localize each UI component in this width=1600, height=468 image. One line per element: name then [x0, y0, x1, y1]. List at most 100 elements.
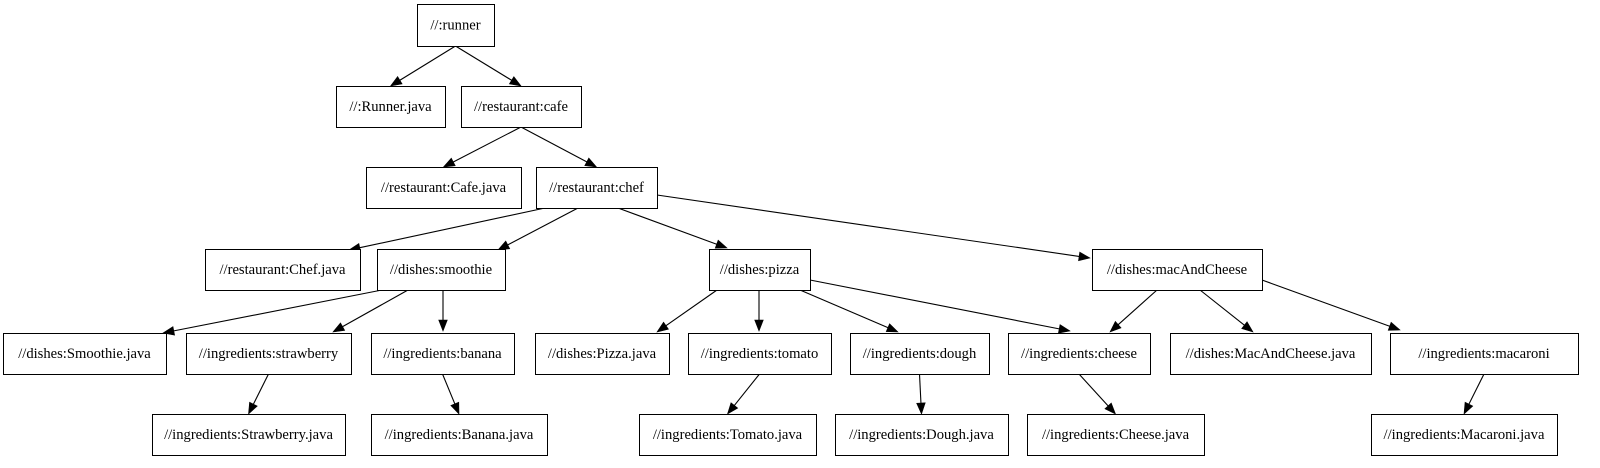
node-box[interactable] — [417, 4, 495, 47]
edge-line — [441, 373, 456, 405]
edge-runner-to-runner_java — [389, 45, 456, 87]
node-box[interactable] — [152, 414, 346, 456]
node-box[interactable] — [1027, 414, 1205, 456]
node-box[interactable] — [1170, 333, 1372, 375]
node-box[interactable] — [186, 333, 352, 375]
edge-restaurant_chef-to-dishes_macandcheese — [656, 194, 1091, 262]
edge-dishes_pizza-to-ing_dough — [799, 289, 899, 333]
edge-arrowhead — [1104, 402, 1117, 415]
edge-line — [665, 289, 718, 327]
edge-arrowhead — [1241, 321, 1254, 333]
node-strawberry_java[interactable]: //ingredients:Strawberry.java — [152, 414, 346, 456]
edge-arrowhead — [885, 323, 899, 333]
edge-arrowhead — [1078, 251, 1091, 262]
node-ing_macaroni[interactable]: //ingredients:macaroni — [1390, 333, 1579, 375]
edge-dishes_smoothie-to-ing_banana — [438, 290, 448, 332]
edge-line — [507, 207, 579, 246]
node-dishes_pizza[interactable]: //dishes:pizza — [709, 249, 811, 291]
node-tomato_java[interactable]: //ingredients:Tomato.java — [639, 414, 817, 456]
node-dough_java[interactable]: //ingredients:Dough.java — [835, 414, 1009, 456]
node-box[interactable] — [1371, 414, 1558, 456]
node-box[interactable] — [205, 249, 361, 291]
edge-ing_tomato-to-tomato_java — [726, 373, 760, 415]
edge-arrowhead — [656, 321, 669, 333]
node-box[interactable] — [3, 333, 167, 375]
node-box[interactable] — [639, 414, 817, 456]
edge-arrowhead — [508, 76, 522, 87]
edge-arrowhead — [1387, 321, 1401, 331]
node-banana_java[interactable]: //ingredients:Banana.java — [371, 414, 548, 456]
node-runner_java[interactable]: //:Runner.java — [336, 86, 446, 128]
node-box[interactable] — [709, 249, 811, 291]
node-dishes_macandcheese[interactable]: //dishes:macAndCheese — [1092, 249, 1263, 291]
node-label: //ingredients:cheese — [1021, 346, 1137, 362]
edge-line — [617, 207, 717, 245]
edge-restaurant_cafe-to-cafe_java — [442, 126, 522, 168]
edge-arrowhead — [438, 319, 448, 332]
node-label: //ingredients:tomato — [701, 346, 819, 362]
node-box[interactable] — [850, 333, 990, 375]
edge-restaurant_chef-to-dishes_pizza — [617, 207, 728, 249]
node-label: //ingredients:banana — [383, 346, 502, 362]
node-label: //ingredients:strawberry — [199, 346, 339, 362]
edge-line — [1117, 289, 1158, 326]
edge-arrowhead — [714, 239, 728, 249]
edge-dishes_pizza-to-ing_cheese — [809, 279, 1071, 334]
node-cheese_java[interactable]: //ingredients:Cheese.java — [1027, 414, 1205, 456]
edge-line — [918, 373, 922, 404]
node-box[interactable] — [371, 333, 515, 375]
edge-arrowhead — [332, 322, 346, 333]
nodes-layer: //:runner //:Runner.java //restaurant:cafe… — [3, 4, 1579, 456]
node-runner[interactable]: //:runner — [417, 4, 495, 47]
edge-dishes_smoothie-to-smoothie_java — [162, 289, 383, 336]
edge-line — [809, 279, 1060, 330]
node-box[interactable] — [835, 414, 1009, 456]
node-ing_strawberry[interactable]: //ingredients:strawberry — [186, 333, 352, 375]
node-label: //restaurant:chef — [549, 180, 644, 196]
node-cafe_java[interactable]: //restaurant:Cafe.java — [366, 167, 522, 209]
node-label: //dishes:Smoothie.java — [18, 346, 151, 362]
node-ing_tomato[interactable]: //ingredients:tomato — [688, 333, 832, 375]
node-dishes_smoothie[interactable]: //dishes:smoothie — [377, 249, 506, 291]
edge-restaurant_cafe-to-restaurant_chef — [520, 126, 598, 168]
node-chef_java[interactable]: //restaurant:Chef.java — [205, 249, 361, 291]
node-box[interactable] — [366, 167, 522, 209]
edge-line — [252, 373, 269, 405]
edge-line — [399, 45, 456, 81]
edge-line — [1199, 289, 1245, 326]
node-label: //restaurant:Chef.java — [219, 262, 346, 278]
node-smoothie_java[interactable]: //dishes:Smoothie.java — [3, 333, 167, 375]
node-box[interactable] — [536, 167, 658, 209]
node-box[interactable] — [535, 333, 670, 375]
node-ing_banana[interactable]: //ingredients:banana — [371, 333, 515, 375]
node-box[interactable] — [1092, 249, 1263, 291]
node-box[interactable] — [377, 249, 506, 291]
edge-arrowhead — [1463, 401, 1474, 415]
edge-dishes_pizza-to-pizza_java — [656, 289, 718, 333]
node-restaurant_chef[interactable]: //restaurant:chef — [536, 167, 658, 209]
node-box[interactable] — [688, 333, 832, 375]
node-box[interactable] — [336, 86, 446, 128]
node-box[interactable] — [461, 86, 582, 128]
edge-ing_dough-to-dough_java — [916, 373, 926, 415]
node-macaroni_java[interactable]: //ingredients:Macaroni.java — [1371, 414, 1558, 456]
edge-arrowhead — [1109, 320, 1122, 333]
edge-line — [1261, 279, 1390, 327]
node-restaurant_cafe[interactable]: //restaurant:cafe — [461, 86, 582, 128]
edge-line — [733, 373, 760, 406]
node-box[interactable] — [1390, 333, 1579, 375]
node-ing_dough[interactable]: //ingredients:dough — [850, 333, 990, 375]
node-ing_cheese[interactable]: //ingredients:cheese — [1008, 333, 1151, 375]
node-macandcheese_java[interactable]: //dishes:MacAndCheese.java — [1170, 333, 1372, 375]
node-box[interactable] — [1008, 333, 1151, 375]
node-label: //ingredients:Strawberry.java — [164, 427, 333, 443]
edge-restaurant_chef-to-chef_java — [348, 207, 546, 253]
node-box[interactable] — [371, 414, 548, 456]
edge-arrowhead — [726, 402, 739, 415]
node-pizza_java[interactable]: //dishes:Pizza.java — [535, 333, 670, 375]
edge-line — [455, 45, 512, 81]
edge-line — [342, 289, 409, 328]
node-label: //dishes:pizza — [720, 262, 800, 278]
node-label: //ingredients:Tomato.java — [653, 427, 803, 443]
